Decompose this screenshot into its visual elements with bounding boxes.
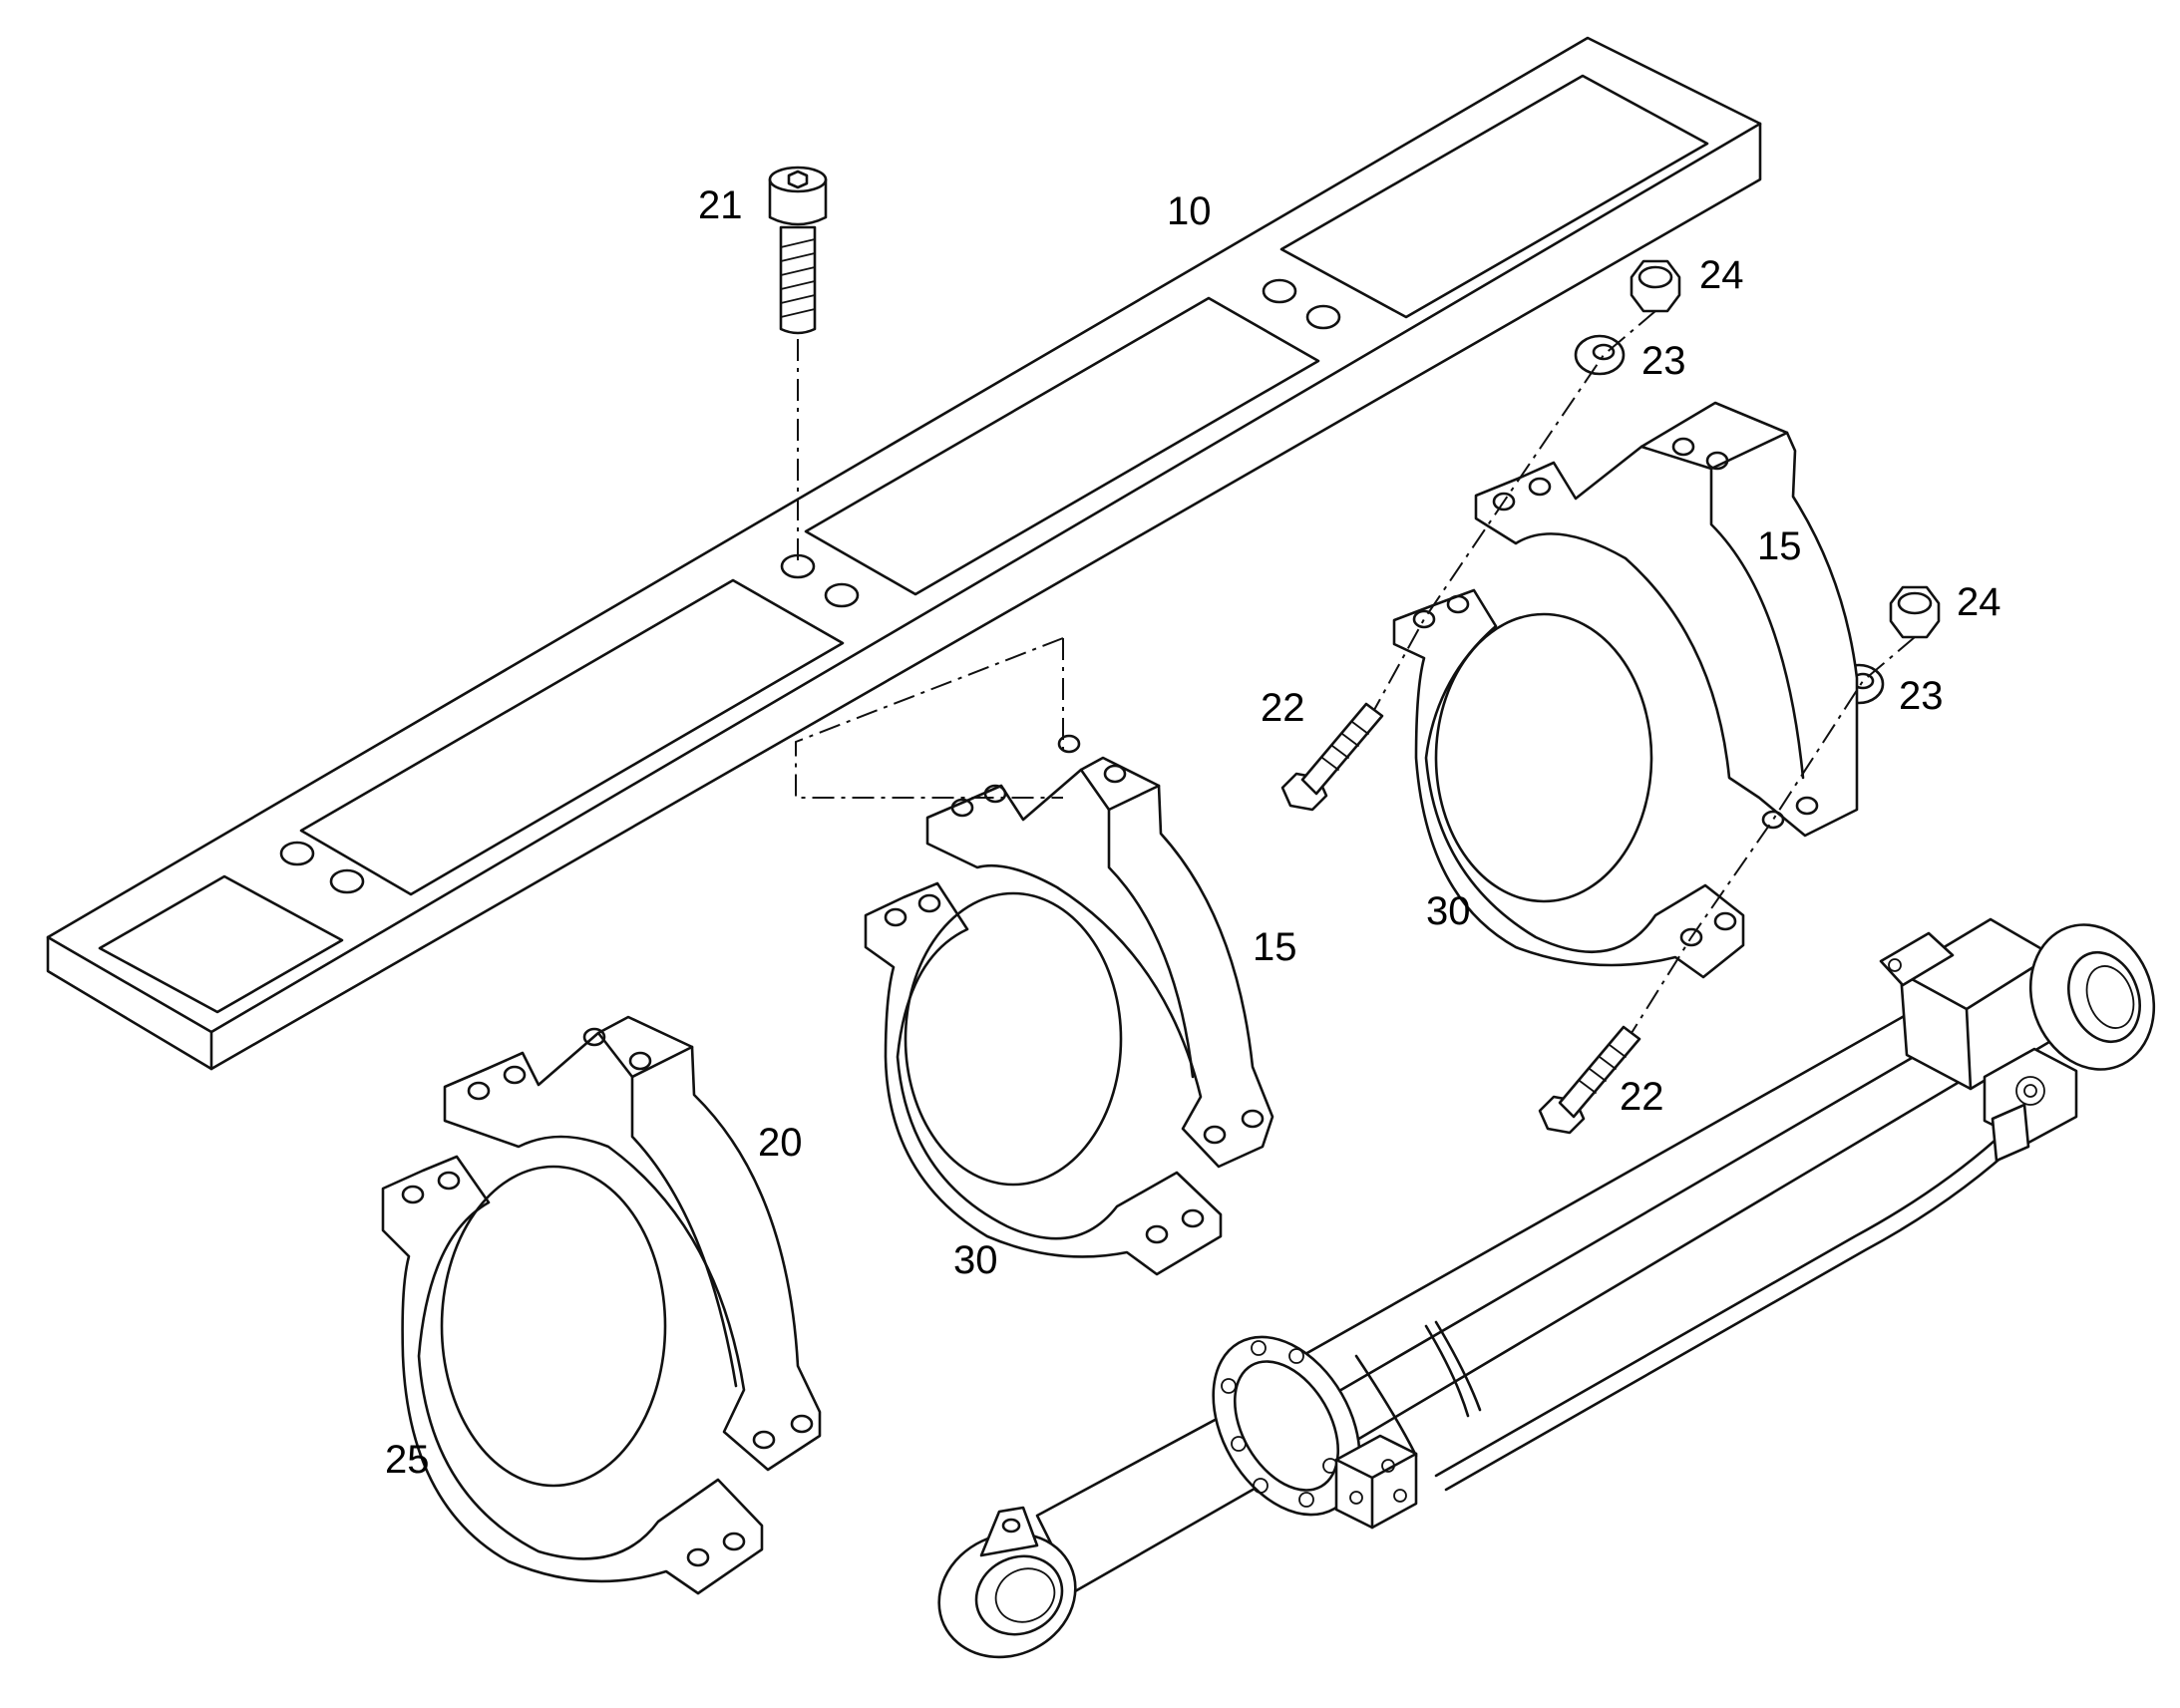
clamp-half-part-20 xyxy=(443,1015,822,1472)
clamp-half-part-30-middle xyxy=(864,881,1223,1276)
hydraulic-cylinder xyxy=(937,917,2156,1659)
callout-22-upper: 22 xyxy=(1261,686,1305,730)
callout-23-right: 23 xyxy=(1899,674,1944,718)
callout-10: 10 xyxy=(1167,189,1212,233)
callout-20: 20 xyxy=(758,1121,803,1165)
callout-24-right: 24 xyxy=(1957,580,2001,624)
clamp-half-part-30-upper xyxy=(1392,588,1745,979)
clamp-half-part-25 xyxy=(381,1155,764,1595)
callout-30-upper: 30 xyxy=(1426,889,1471,933)
bolt-part-22-upper xyxy=(1280,702,1384,812)
washer-part-23-upper xyxy=(1574,334,1626,376)
nut-part-24-upper xyxy=(1630,259,1681,313)
clamp-half-part-15-middle xyxy=(925,734,1274,1169)
callout-15-middle: 15 xyxy=(1253,925,1297,969)
nut-part-24-right xyxy=(1889,585,1941,639)
mounting-bar-part-10 xyxy=(46,36,1762,1071)
callout-23-upper: 23 xyxy=(1641,339,1686,383)
callout-22-lower: 22 xyxy=(1620,1075,1664,1119)
assembly-leader-lines xyxy=(795,310,1916,1034)
cap-screw-part-21 xyxy=(768,166,828,335)
callout-25: 25 xyxy=(385,1438,430,1482)
bolt-part-22-lower xyxy=(1538,1025,1641,1135)
clamp-half-part-15-upper xyxy=(1474,401,1859,838)
callout-30-middle: 30 xyxy=(953,1238,998,1282)
callout-21: 21 xyxy=(698,183,743,227)
callout-15-upper: 15 xyxy=(1757,524,1802,568)
callout-24-upper: 24 xyxy=(1699,253,1744,297)
